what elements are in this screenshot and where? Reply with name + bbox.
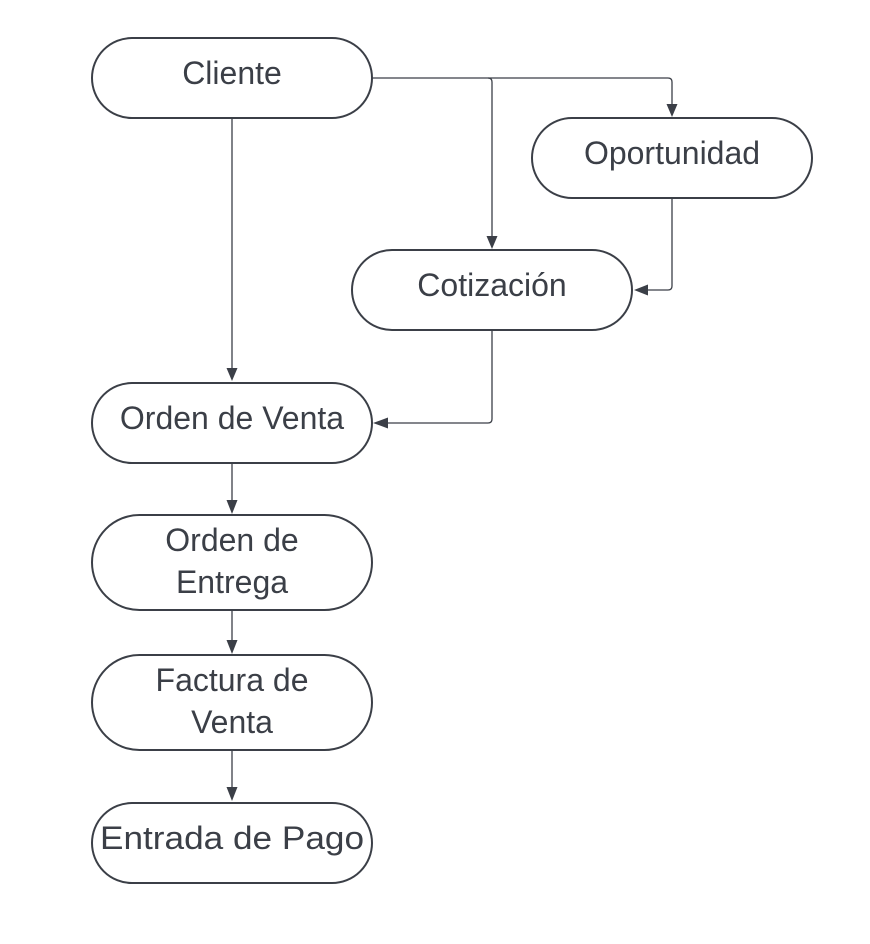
node-shape (91, 654, 373, 751)
edge-oportunidad-cotizacion (646, 198, 673, 291)
node-entrada-pago: Entrada de Pago (91, 802, 373, 884)
arrow-to-orden-venta-from-cliente (226, 368, 238, 381)
node-label: Cotización (417, 267, 566, 303)
edge-cliente-oportunidad (371, 77, 673, 106)
node-shape (531, 117, 813, 199)
node-factura-venta: Factura de Venta (91, 654, 373, 751)
arrow-to-cotizacion-from-oportunidad (634, 284, 648, 296)
node-label: Orden de Venta (120, 400, 344, 436)
node-label: Oportunidad (584, 135, 760, 171)
node-shape (91, 802, 373, 884)
node-cliente: Cliente (91, 37, 373, 119)
node-shape (91, 37, 373, 119)
edge-cotizacion-orden-venta (386, 330, 493, 424)
node-shape (91, 382, 373, 464)
edge-cliente-cotizacion (487, 77, 493, 238)
arrow-to-cotizacion (486, 236, 498, 249)
node-label-line-2: Venta (191, 704, 273, 740)
arrow-to-orden-venta-from-cotizacion (373, 417, 388, 429)
arrow-to-entrada-pago (226, 787, 238, 801)
node-label-line-2: Entrega (176, 564, 288, 600)
node-label: Entrada de Pago (100, 820, 364, 856)
edges (226, 77, 678, 801)
node-label-line-1: Factura de (156, 662, 309, 698)
node-orden-entrega: Orden de Entrega (91, 514, 373, 611)
node-shape (351, 249, 633, 331)
node-shape (91, 514, 373, 611)
node-label-line-1: Orden de (165, 522, 298, 558)
arrow-to-factura-venta (226, 640, 238, 654)
node-orden-venta: Orden de Venta (91, 382, 373, 464)
node-cotizacion: Cotización (351, 249, 633, 331)
arrow-to-orden-entrega (226, 500, 238, 514)
node-oportunidad: Oportunidad (531, 117, 813, 199)
node-label: Cliente (182, 55, 282, 91)
arrow-to-oportunidad (666, 104, 678, 117)
